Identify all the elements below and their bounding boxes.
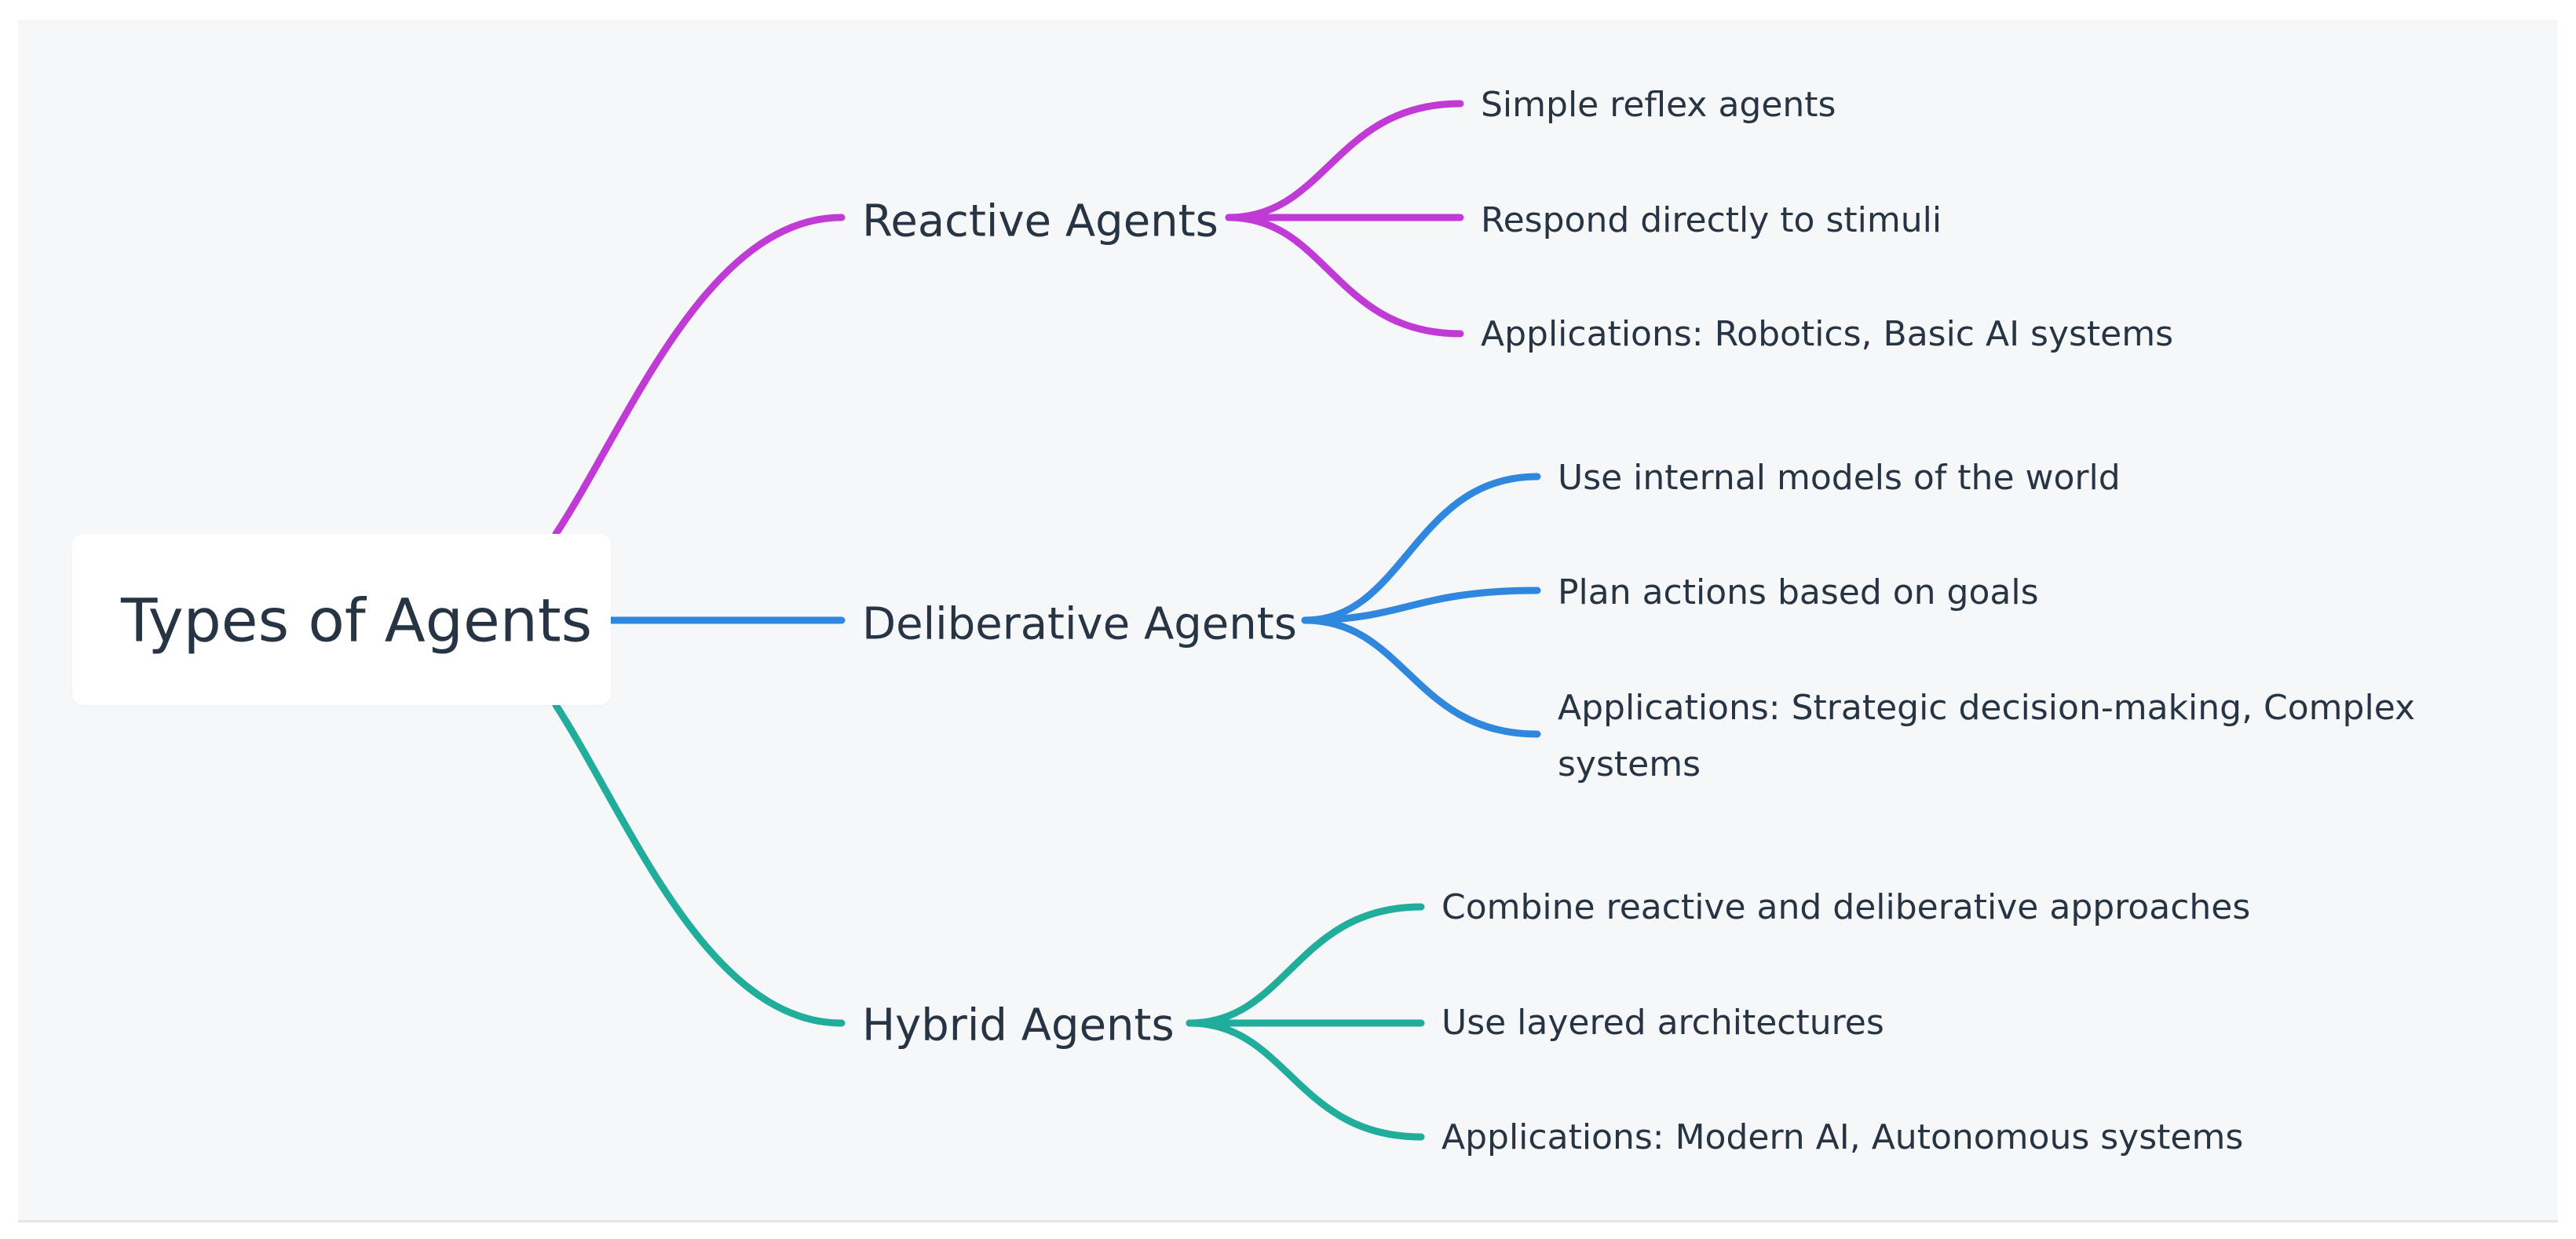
leaf-hybrid-1[interactable]: Combine reactive and deliberative approa… xyxy=(1441,887,2251,927)
branch-hybrid-label[interactable]: Hybrid Agents xyxy=(862,1000,1175,1051)
leaf-reactive-2[interactable]: Respond directly to stimuli xyxy=(1481,200,1942,240)
leaf-reactive-1[interactable]: Simple reflex agents xyxy=(1481,85,1836,125)
connector-reactive-leaf-3 xyxy=(1225,214,1464,338)
leaf-reactive-3[interactable]: Applications: Robotics, Basic AI systems xyxy=(1481,314,2174,354)
leaf-deliberative-2[interactable]: Plan actions based on goals xyxy=(1558,572,2039,612)
connector-deliberative-leaf-2 xyxy=(1301,587,1541,624)
leaf-deliberative-3[interactable]: Applications: Strategic decision-making,… xyxy=(1558,688,2416,784)
root-node[interactable] xyxy=(72,534,611,705)
connector-hybrid-leaf-1 xyxy=(1186,903,1425,1027)
leaf-hybrid-2[interactable]: Use layered architectures xyxy=(1441,1003,1884,1043)
connector-deliberative-leaf-1 xyxy=(1301,473,1541,624)
branch-reactive-label[interactable]: Reactive Agents xyxy=(862,196,1219,247)
root-node-label: Types of Agents xyxy=(121,585,593,656)
connector-root-reactive xyxy=(552,214,846,538)
leaf-deliberative-1[interactable]: Use internal models of the world xyxy=(1558,458,2121,498)
connector-root-hybrid xyxy=(552,701,846,1027)
branch-deliberative-label[interactable]: Deliberative Agents xyxy=(862,598,1297,650)
connector-deliberative-leaf-3 xyxy=(1301,616,1541,738)
connector-reactive-leaf-1 xyxy=(1225,100,1464,221)
connector-hybrid-leaf-3 xyxy=(1186,1019,1425,1141)
leaf-hybrid-3[interactable]: Applications: Modern AI, Autonomous syst… xyxy=(1441,1117,2244,1157)
